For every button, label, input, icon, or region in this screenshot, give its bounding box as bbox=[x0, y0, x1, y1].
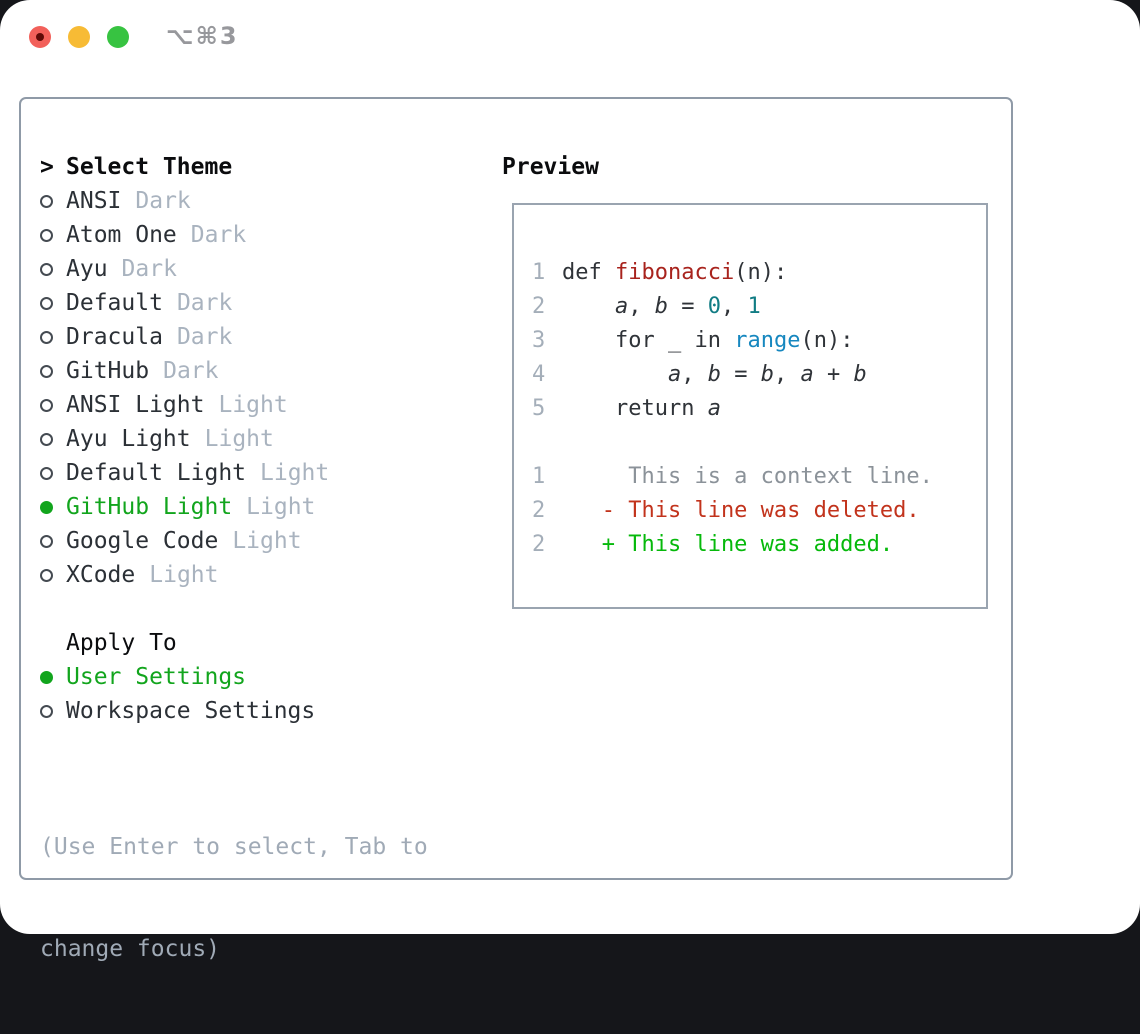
select-theme-header: > Select Theme bbox=[40, 150, 232, 184]
diff-preview: 1 This is a context line.2 - This line w… bbox=[532, 459, 986, 561]
option-label: Ayu Light bbox=[66, 426, 191, 452]
zoom-button[interactable] bbox=[107, 26, 129, 48]
theme-option-ansi-light[interactable]: ANSI Light Light bbox=[40, 388, 329, 422]
option-label: User Settings bbox=[66, 664, 247, 690]
theme-option-ansi[interactable]: ANSI Dark bbox=[40, 184, 329, 218]
code-line: 4 a, b = b, a + b bbox=[532, 357, 986, 391]
option-label: Workspace Settings bbox=[66, 698, 316, 724]
line-number: 2 bbox=[532, 293, 546, 319]
code-text: def fibonacci(n): bbox=[562, 259, 788, 285]
theme-option-atom-one[interactable]: Atom One Dark bbox=[40, 218, 329, 252]
diff-text: This is a context line. bbox=[562, 463, 933, 489]
radio-icon bbox=[40, 398, 66, 412]
theme-option-dracula[interactable]: Dracula Dark bbox=[40, 320, 329, 354]
line-number: 1 bbox=[532, 463, 546, 489]
unsaved-dot-icon bbox=[36, 33, 44, 41]
line-number: 3 bbox=[532, 327, 546, 353]
radio-icon bbox=[40, 568, 66, 582]
apply-option-workspace-settings[interactable]: Workspace Settings bbox=[40, 694, 315, 728]
theme-variant-label: Light bbox=[260, 460, 330, 486]
radio-icon bbox=[40, 704, 66, 718]
theme-option-github-light[interactable]: GitHub Light Light bbox=[40, 490, 329, 524]
apply-option-user-settings[interactable]: User Settings bbox=[40, 660, 315, 694]
code-text: a, b = 0, 1 bbox=[614, 293, 761, 319]
code-text: return a bbox=[614, 395, 721, 421]
option-label: XCode bbox=[66, 562, 136, 588]
theme-variant-label: Dark bbox=[176, 290, 233, 316]
radio-selected-icon bbox=[40, 500, 66, 514]
radio-icon bbox=[40, 466, 66, 480]
line-number: 4 bbox=[532, 361, 546, 387]
theme-variant-label: Light bbox=[232, 528, 302, 554]
window-shortcut-title: ⌥⌘3 bbox=[166, 22, 239, 50]
title-bar: ⌥⌘3 bbox=[0, 0, 1140, 74]
option-label: ANSI Light bbox=[66, 392, 205, 418]
option-label: Dracula bbox=[66, 324, 163, 350]
hint-line: change focus) bbox=[40, 936, 221, 962]
theme-variant-label: Dark bbox=[121, 256, 177, 282]
diff-text: + This line was added. bbox=[562, 531, 894, 557]
code-line: 1 def fibonacci(n): bbox=[532, 255, 986, 289]
line-number: 2 bbox=[532, 497, 546, 523]
keyboard-hint: (Use Enter to select, Tab to change focu… bbox=[40, 762, 428, 1034]
option-label: GitHub Light bbox=[66, 494, 233, 520]
theme-variant-label: Dark bbox=[163, 358, 219, 384]
theme-option-default[interactable]: Default Dark bbox=[40, 286, 329, 320]
line-number: 1 bbox=[532, 259, 546, 285]
option-label: GitHub bbox=[66, 358, 150, 384]
diff-line-added: 2 + This line was added. bbox=[532, 527, 986, 561]
code-text: a, b = b, a + b bbox=[667, 361, 867, 387]
diff-line-deleted: 2 - This line was deleted. bbox=[532, 493, 986, 527]
option-label: Default bbox=[66, 290, 163, 316]
code-line: 3 for _ in range(n): bbox=[532, 323, 986, 357]
select-theme-label: Select Theme bbox=[66, 154, 233, 180]
theme-option-xcode[interactable]: XCode Light bbox=[40, 558, 329, 592]
code-line: 2 a, b = 0, 1 bbox=[532, 289, 986, 323]
theme-option-ayu-light[interactable]: Ayu Light Light bbox=[40, 422, 329, 456]
preview-header: Preview bbox=[502, 154, 599, 180]
theme-option-ayu[interactable]: Ayu Dark bbox=[40, 252, 329, 286]
theme-variant-label: Dark bbox=[190, 222, 247, 248]
option-label: ANSI bbox=[66, 188, 122, 214]
theme-option-github[interactable]: GitHub Dark bbox=[40, 354, 329, 388]
close-button[interactable] bbox=[29, 26, 51, 48]
apply-to-header: Apply To bbox=[66, 630, 177, 656]
radio-icon bbox=[40, 296, 66, 310]
radio-icon bbox=[40, 228, 66, 242]
theme-variant-label: Dark bbox=[176, 324, 233, 350]
line-number: 2 bbox=[532, 531, 546, 557]
option-label: Google Code bbox=[66, 528, 219, 554]
cursor-icon: > bbox=[40, 154, 54, 180]
code-line: 5 return a bbox=[532, 391, 986, 425]
hint-line: (Use Enter to select, Tab to bbox=[40, 834, 428, 860]
radio-icon bbox=[40, 194, 66, 208]
theme-variant-label: Light bbox=[218, 392, 288, 418]
radio-icon bbox=[40, 330, 66, 344]
option-label: Atom One bbox=[66, 222, 177, 248]
diff-text: - This line was deleted. bbox=[562, 497, 920, 523]
radio-icon bbox=[40, 364, 66, 378]
radio-selected-icon bbox=[40, 670, 66, 684]
theme-variant-label: Light bbox=[204, 426, 274, 452]
code-text: for _ in range(n): bbox=[614, 327, 854, 353]
line-number: 5 bbox=[532, 395, 546, 421]
theme-variant-label: Dark bbox=[135, 188, 191, 214]
radio-icon bbox=[40, 534, 66, 548]
theme-variant-label: Light bbox=[246, 494, 316, 520]
option-label: Default Light bbox=[66, 460, 247, 486]
theme-variant-label: Light bbox=[149, 562, 219, 588]
diff-line-context: 1 This is a context line. bbox=[532, 459, 986, 493]
option-label: Ayu bbox=[66, 256, 108, 282]
theme-option-google-code[interactable]: Google Code Light bbox=[40, 524, 329, 558]
radio-icon bbox=[40, 262, 66, 276]
radio-icon bbox=[40, 432, 66, 446]
minimize-button[interactable] bbox=[68, 26, 90, 48]
theme-option-default-light[interactable]: Default Light Light bbox=[40, 456, 329, 490]
